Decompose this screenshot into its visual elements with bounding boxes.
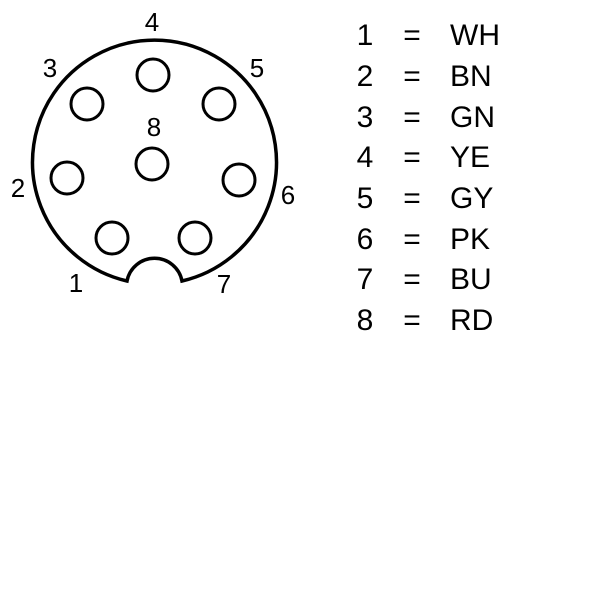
legend-color-code: PK — [450, 222, 491, 256]
legend-row: 2 = BN — [350, 57, 500, 98]
legend-separator: = — [403, 19, 421, 53]
legend-color-code: GY — [450, 182, 494, 216]
legend-color-code: BN — [450, 60, 492, 94]
pin-8-label: 8 — [147, 112, 161, 142]
legend-color-code: RD — [450, 304, 494, 338]
legend-pin-number: 4 — [356, 141, 374, 175]
pin-7-socket — [177, 220, 213, 256]
pin-3-label: 3 — [43, 53, 57, 83]
legend-separator: = — [403, 141, 421, 175]
legend-color-code: WH — [450, 19, 500, 53]
pin-4-label: 4 — [145, 7, 159, 37]
legend-row: 6 = PK — [350, 219, 500, 260]
legend-row: 5 = GY — [350, 179, 500, 220]
pin-8-socket — [134, 146, 170, 182]
pin-3-socket — [69, 86, 105, 122]
legend-pin-number: 3 — [356, 100, 374, 134]
legend-row: 1 = WH — [350, 16, 500, 57]
pin-4-socket — [135, 57, 171, 93]
legend-pin-number: 6 — [356, 222, 374, 256]
pin-1-label: 1 — [69, 268, 83, 298]
legend-pin-number: 7 — [356, 263, 374, 297]
legend-pin-number: 2 — [356, 60, 374, 94]
pin-color-legend: 1 = WH 2 = BN 3 = GN 4 = YE 5 = GY 6 = PK 7 = BU 8 = RD — [350, 16, 500, 342]
legend-color-code: YE — [450, 141, 491, 175]
connector-outline — [30, 38, 279, 284]
legend-row: 8 = RD — [350, 301, 500, 342]
pin-6-label: 6 — [281, 180, 295, 210]
legend-pin-number: 1 — [356, 19, 374, 53]
legend-separator: = — [403, 263, 421, 297]
pin-7-label: 7 — [217, 269, 231, 299]
legend-separator: = — [403, 182, 421, 216]
pin-5-socket — [201, 86, 237, 122]
legend-separator: = — [403, 304, 421, 338]
legend-color-code: GN — [450, 100, 495, 134]
legend-row: 7 = BU — [350, 260, 500, 301]
pin-5-label: 5 — [250, 53, 264, 83]
legend-pin-number: 5 — [356, 182, 374, 216]
pin-2-socket — [49, 160, 85, 196]
legend-row: 3 = GN — [350, 97, 500, 138]
legend-separator: = — [403, 222, 421, 256]
legend-separator: = — [403, 100, 421, 134]
pin-1-socket — [94, 220, 130, 256]
pin-2-label: 2 — [11, 173, 25, 203]
legend-separator: = — [403, 60, 421, 94]
legend-row: 4 = YE — [350, 138, 500, 179]
legend-color-code: BU — [450, 263, 492, 297]
legend-pin-number: 8 — [356, 304, 374, 338]
pin-6-socket — [221, 162, 257, 198]
